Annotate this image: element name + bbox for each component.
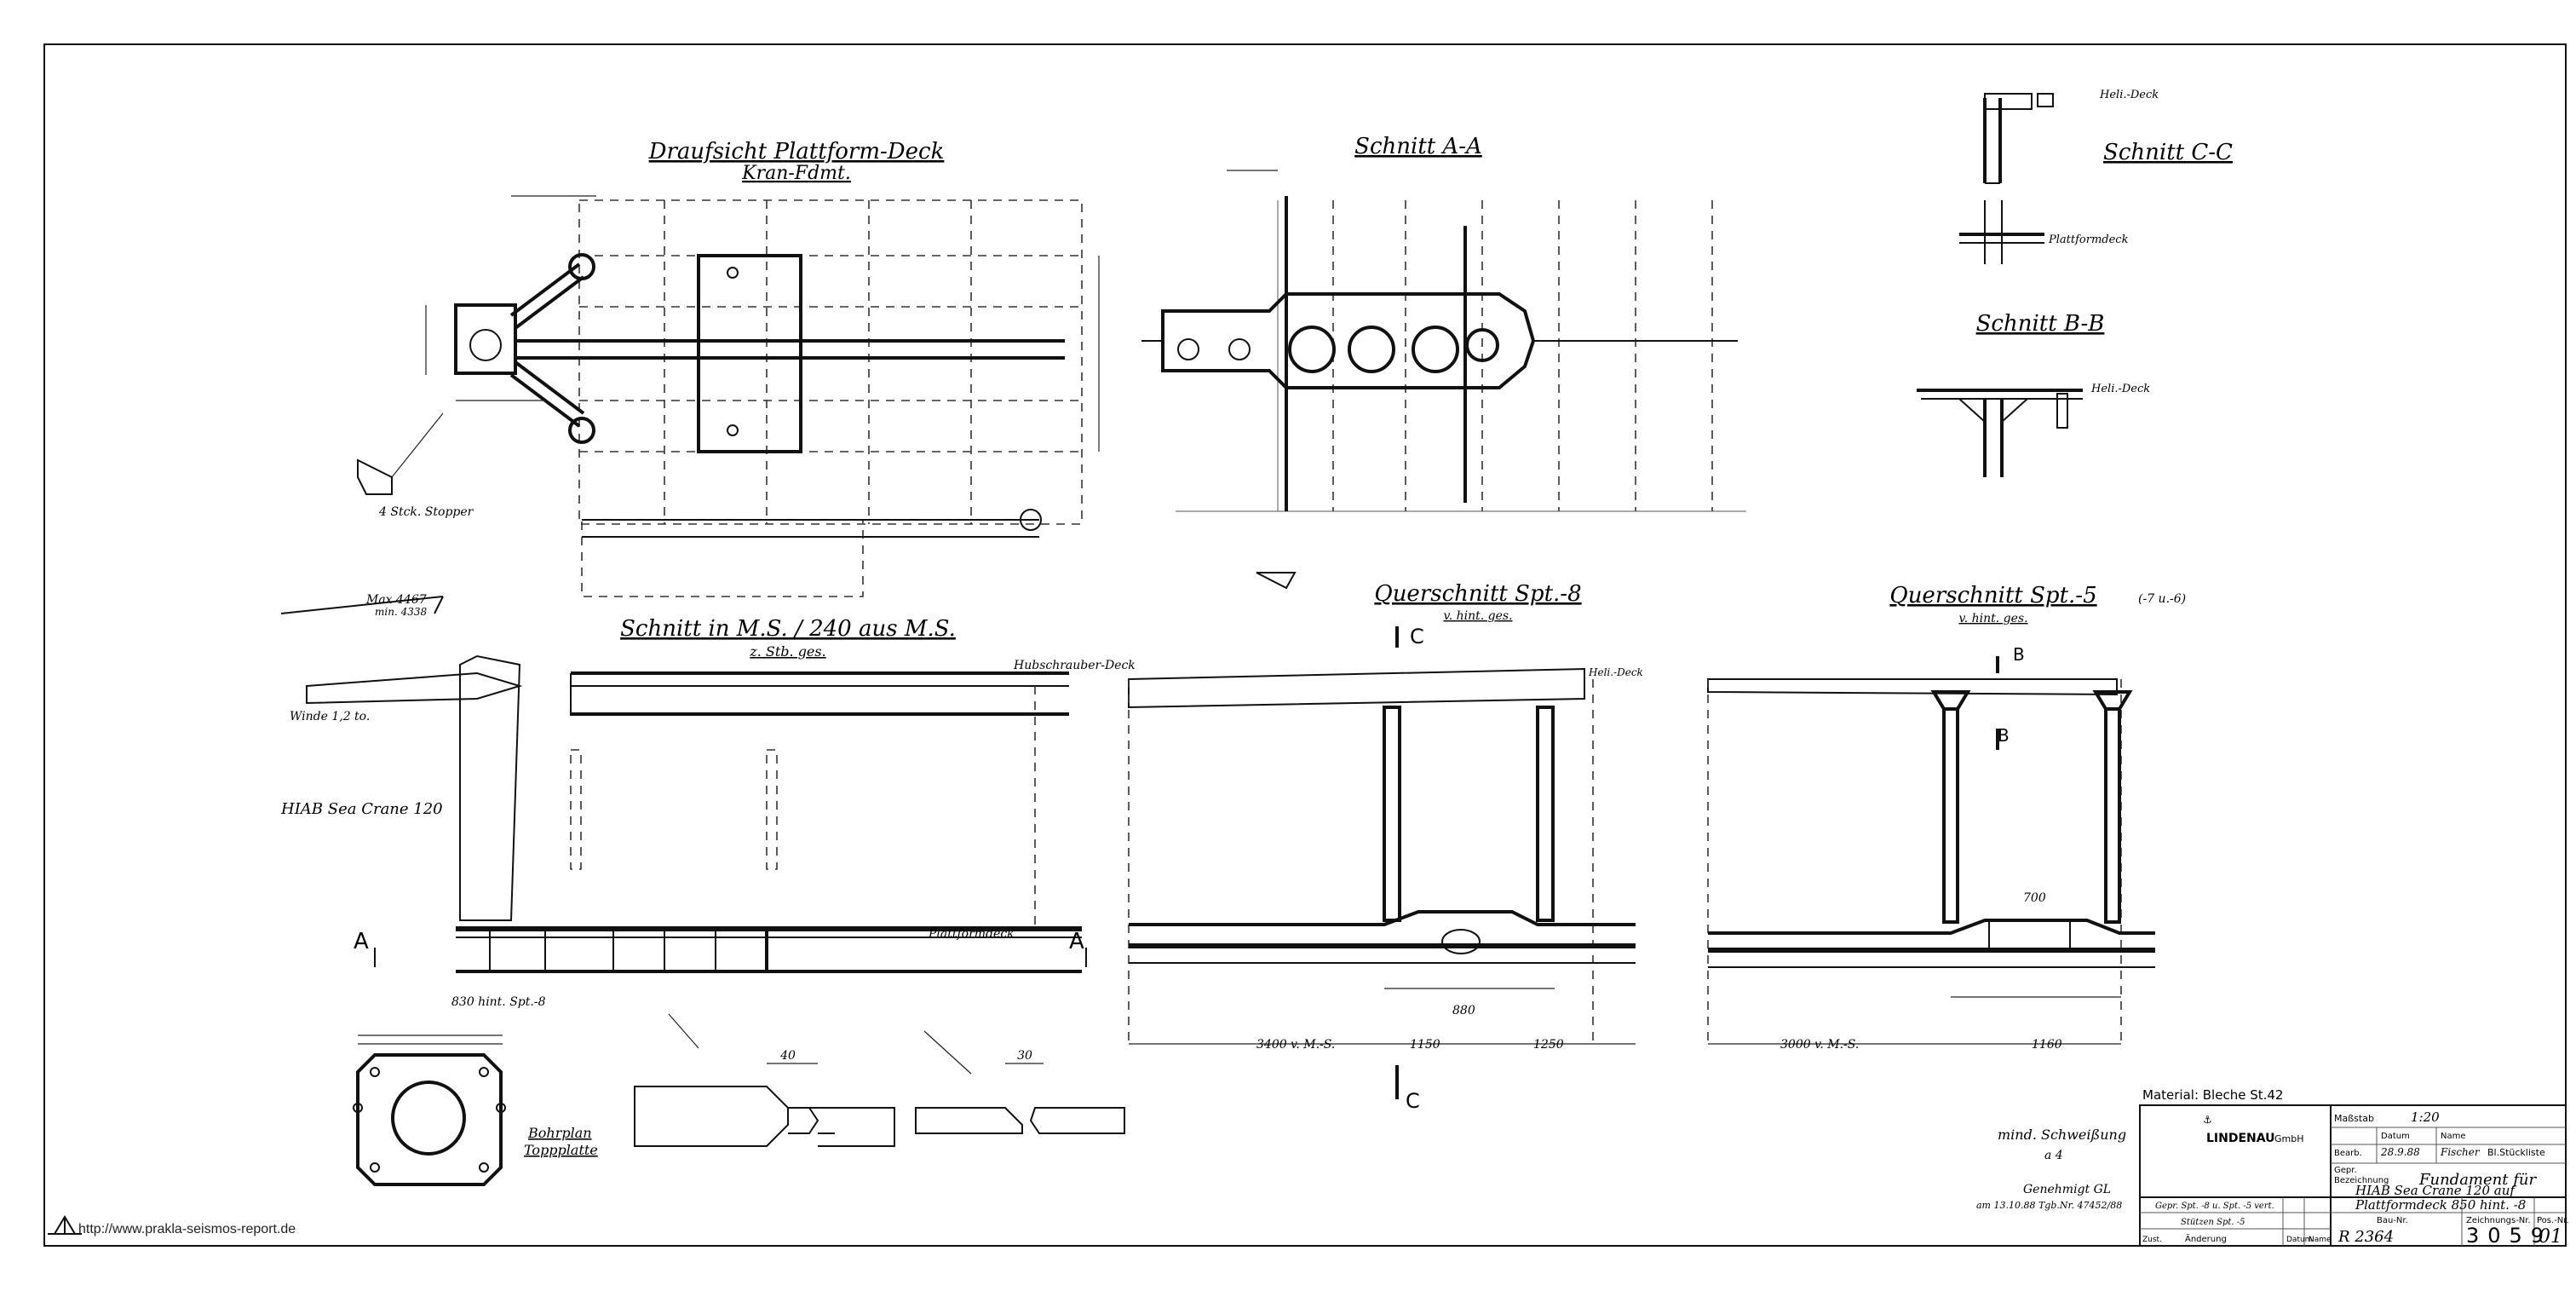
name-label: Name: [2441, 1132, 2466, 1141]
footer-url[interactable]: http://www.prakla-seismos-report.de: [78, 1222, 296, 1236]
spt8-heli-deck: Heli.-Deck: [1588, 666, 1643, 678]
spt5-subtitle: v. hint. ges.: [1958, 612, 2027, 625]
spt5-note: (-7 u.-6): [2138, 592, 2186, 606]
section-aa: Schnitt A-A: [1141, 134, 1746, 590]
genehmigt: Genehmigt GL: [2023, 1183, 2111, 1196]
section-ms: Schnitt in M.S. / 240 aus M.S. z. Stb. g…: [280, 593, 1136, 1009]
footer-logo-icon: [48, 1215, 82, 1235]
sheet-border: [43, 43, 2567, 1247]
cc-plattformdeck: Plattformdeck: [2048, 233, 2129, 246]
section-ms-title: Schnitt in M.S. / 240 aus M.S.: [620, 616, 956, 642]
blatt-label: Pos.-Nr.: [2537, 1216, 2569, 1225]
bau-nr-label: Bau-Nr.: [2377, 1216, 2408, 1225]
section-b-mid: B: [1998, 725, 2010, 746]
weld-dim-40: 40: [779, 1049, 796, 1063]
spt8-dim-3400: 3400 v. M.-S.: [1256, 1038, 1335, 1052]
bezeichnung-3: Plattformdeck 850 hint. -8: [2355, 1197, 2526, 1213]
bezeichnung-2: HIAB Sea Crane 120 auf: [2355, 1183, 2516, 1198]
gepr-label: Gepr.: [2334, 1166, 2357, 1175]
bezeichnung-1: Fundament für: [2418, 1171, 2537, 1189]
spt8-title: Querschnitt Spt.-8: [1374, 581, 1581, 607]
section-a-right: A: [1069, 929, 1084, 954]
section-bb-title: Schnitt B-B: [1976, 311, 2105, 337]
cross-section-spt8: Querschnitt Spt.-8 v. hint. ges. Heli.-D…: [1128, 581, 1643, 1113]
blatt-value: 01: [2539, 1226, 2562, 1248]
genehmigt-detail: am 13.10.88 Tgb.Nr. 47452/88: [1976, 1200, 2122, 1211]
top-view-subtitle: Kran-Fdmt.: [741, 163, 851, 184]
top-view: Draufsicht Plattform-Deck Kran-Fdmt.: [357, 139, 1100, 597]
massstab-label: Maßstab: [2334, 1113, 2374, 1124]
bearb-name: Fischer: [2440, 1146, 2481, 1158]
section-aa-title: Schnitt A-A: [1354, 134, 1482, 159]
zeichnung-label: Zeichnungs-Nr.: [2466, 1216, 2531, 1225]
dim-830: 830 hint. Spt.-8: [451, 995, 546, 1009]
company-crest-icon: ⚓: [2203, 1114, 2212, 1126]
weld-details: 40 30: [634, 1013, 1125, 1147]
section-c-top: C: [1410, 625, 1424, 648]
section-b-top: B: [2013, 644, 2025, 665]
cc-heli-deck: Heli.-Deck: [2099, 89, 2159, 101]
ms-hubschrauber-deck: Hubschrauber-Deck: [1013, 659, 1136, 672]
spt5-dim-1160: 1160: [2032, 1038, 2062, 1052]
revision-2: Stützen Spt. -5: [2181, 1218, 2245, 1227]
norm-label: Bl.Stückliste: [2487, 1147, 2545, 1158]
ms-plattformdeck: Plattformdeck: [928, 927, 1015, 941]
revision-zust-label: Zust.: [2142, 1236, 2162, 1244]
cross-section-spt5: Querschnitt Spt.-5 (-7 u.-6) v. hint. ge…: [1707, 583, 2186, 1052]
company-suffix: GmbH: [2274, 1133, 2304, 1144]
title-block: Material: Bleche St.42 ⚓ LINDENAU GmbH M…: [2139, 1087, 2569, 1248]
weld-a: a 4: [2044, 1149, 2063, 1162]
notes: mind. Schweißung a 4 Genehmigt GL am 13.…: [1976, 1127, 2126, 1211]
spt5-dim-700: 700: [2023, 891, 2046, 905]
revision-label: Änderung: [2185, 1233, 2227, 1244]
spt8-dim-1150: 1150: [1410, 1038, 1440, 1052]
revision-name-label: Name: [2309, 1236, 2332, 1244]
stopper-label: 4 Stck. Stopper: [378, 505, 474, 519]
massstab-value: 1:20: [2411, 1109, 2440, 1125]
company-name: LINDENAU: [2206, 1132, 2275, 1145]
section-bb: Schnitt B-B Heli.-Deck: [1917, 311, 2150, 477]
revision-datum-label: Datum: [2286, 1236, 2312, 1244]
bearb-date: 28.9.88: [2380, 1146, 2420, 1158]
spt5-dim-3000: 3000 v. M.-S.: [1780, 1038, 1859, 1052]
datum-label: Datum: [2381, 1132, 2410, 1141]
spt8-dim-1250: 1250: [1533, 1038, 1564, 1052]
spt8-subtitle: v. hint. ges.: [1443, 609, 1512, 623]
bohrplan: Bohrplan Toppplatte: [353, 1035, 598, 1186]
section-cc-title: Schnitt C-C: [2103, 140, 2233, 165]
bearb-label: Bearb.: [2334, 1149, 2362, 1158]
min-range: min. 4338: [375, 606, 427, 618]
section-a-left: A: [354, 929, 369, 954]
toppplatte-label: Toppplatte: [524, 1142, 598, 1158]
section-cc: Schnitt C-C Heli.-Deck Plattformdeck: [1959, 89, 2233, 264]
section-c-bottom: C: [1406, 1089, 1420, 1113]
zeichnung-nr: 3059: [2466, 1224, 2552, 1248]
max-range: Max 4467: [365, 593, 427, 607]
bezeichnung-label: Bezeichnung: [2334, 1176, 2389, 1185]
crane-label: HIAB Sea Crane 120: [280, 800, 443, 818]
bau-nr: R 2364: [2337, 1228, 2394, 1246]
winde-label: Winde 1,2 to.: [290, 710, 370, 723]
top-view-title: Draufsicht Plattform-Deck: [648, 139, 945, 164]
material-label: Material: Bleche St.42: [2142, 1087, 2283, 1103]
spt8-dim-880: 880: [1452, 1004, 1475, 1017]
weld-note: mind. Schweißung: [1998, 1127, 2126, 1143]
bohrplan-label: Bohrplan: [527, 1125, 592, 1141]
spt5-title: Querschnitt Spt.-5: [1889, 583, 2096, 608]
revision-1: Gepr. Spt. -8 u. Spt. -5 vert.: [2155, 1202, 2274, 1211]
weld-dim-30: 30: [1017, 1049, 1032, 1063]
section-ms-subtitle: z. Stb. ges.: [749, 643, 825, 660]
bb-heli-deck: Heli.-Deck: [2090, 383, 2150, 395]
